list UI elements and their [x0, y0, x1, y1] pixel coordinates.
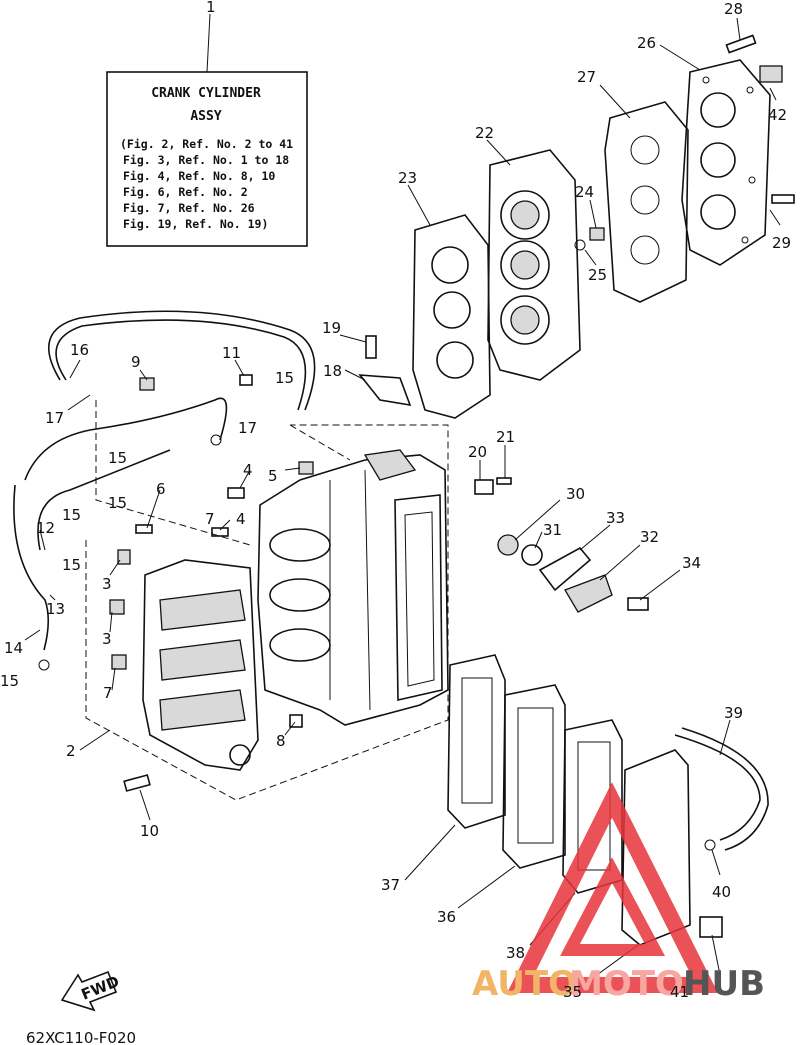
- callout-15b: 15: [108, 449, 127, 467]
- callout-33: 33: [606, 509, 625, 527]
- crankcase: [142, 559, 259, 771]
- callout-16: 16: [70, 341, 89, 359]
- callout-31: 31: [543, 521, 562, 539]
- head-gasket: [412, 214, 491, 419]
- exhaust-gasket-37: [447, 654, 506, 829]
- info-box-ref: (Fig. 2, Ref. No. 2 to 41: [120, 137, 293, 151]
- info-box: CRANK CYLINDER ASSY (Fig. 2, Ref. No. 2 …: [106, 13, 308, 247]
- callout-37: 37: [381, 876, 400, 894]
- exhaust-outer-cover-35: [621, 749, 691, 946]
- callout-32: 32: [640, 528, 659, 546]
- callout-17b: 17: [238, 419, 257, 437]
- callout-4b: 4: [236, 510, 246, 528]
- callout-7a: 7: [205, 510, 215, 528]
- cylinder-head: [487, 149, 581, 381]
- callout-9: 9: [131, 353, 141, 371]
- hoses-left: [13, 310, 316, 651]
- callout-4a: 4: [243, 461, 253, 479]
- watermark-triangle: [507, 782, 718, 993]
- head-cover-gasket: [604, 101, 689, 303]
- diagram-code: 62XC110-F020: [26, 1029, 136, 1045]
- callout-26: 26: [637, 34, 656, 52]
- watermark-text-moto: MOTO: [569, 964, 684, 1004]
- callout-19: 19: [322, 319, 341, 337]
- callout-15f: 15: [0, 672, 19, 690]
- watermark-text-hub: HUB: [683, 964, 765, 1004]
- thermostat-parts: [497, 534, 649, 613]
- leader-lines: [24, 17, 781, 981]
- callout-23: 23: [398, 169, 417, 187]
- callout-15c: 15: [108, 494, 127, 512]
- info-box-ref: Fig. 7, Ref. No. 26: [123, 201, 255, 215]
- hose-39: [674, 727, 769, 851]
- callout-28: 28: [724, 0, 743, 18]
- small-parts: [38, 34, 795, 938]
- info-box-ref: Fig. 19, Ref. No. 19): [123, 217, 268, 231]
- callout-5: 5: [268, 467, 278, 485]
- head-cover: [681, 59, 771, 266]
- fwd-arrow: FWD: [60, 970, 122, 1012]
- callout-6: 6: [156, 480, 166, 498]
- callout-40: 40: [712, 883, 731, 901]
- info-box-ref: Fig. 3, Ref. No. 1 to 18: [123, 153, 289, 167]
- callout-25: 25: [588, 266, 607, 284]
- callout-30: 30: [566, 485, 585, 503]
- callout-42: 42: [768, 106, 787, 124]
- callout-20: 20: [468, 443, 487, 461]
- info-box-ref: Fig. 6, Ref. No. 2: [123, 185, 248, 199]
- callout-8: 8: [276, 732, 286, 750]
- callout-17a: 17: [45, 409, 64, 427]
- callouts: 1 28 26 27 42 22 23 24 25 29 19 18 16 9 …: [0, 0, 791, 1001]
- callout-15a: 15: [275, 369, 294, 387]
- callout-36: 36: [437, 908, 456, 926]
- info-box-ref: Fig. 4, Ref. No. 8, 10: [123, 169, 275, 183]
- callout-41: 41: [670, 983, 689, 1001]
- callout-2: 2: [66, 742, 76, 760]
- callout-39: 39: [724, 704, 743, 722]
- callout-7b: 7: [103, 684, 113, 702]
- callout-3a: 3: [102, 575, 112, 593]
- info-box-title-1: CRANK CYLINDER: [151, 86, 261, 101]
- callout-38: 38: [506, 944, 525, 962]
- info-box-title-2: ASSY: [190, 109, 221, 124]
- cylinder-block: [257, 449, 449, 726]
- callout-18: 18: [323, 362, 342, 380]
- callout-35: 35: [563, 983, 582, 1001]
- callout-15d: 15: [62, 506, 81, 524]
- callout-3b: 3: [102, 630, 112, 648]
- exhaust-cover-36: [502, 684, 566, 869]
- callout-1: 1: [206, 0, 216, 16]
- callout-12: 12: [36, 519, 55, 537]
- callout-11: 11: [222, 344, 241, 362]
- callout-24: 24: [575, 183, 594, 201]
- callout-10: 10: [140, 822, 159, 840]
- callout-22: 22: [475, 124, 494, 142]
- fwd-label: FWD: [79, 972, 122, 1003]
- callout-14: 14: [4, 639, 23, 657]
- assembly-outlines: [85, 400, 449, 801]
- callout-29: 29: [772, 234, 791, 252]
- callout-15e: 15: [62, 556, 81, 574]
- callout-21: 21: [496, 428, 515, 446]
- watermark-text-auto: AUTO: [472, 964, 577, 1004]
- watermark: AUTO MOTO HUB: [472, 782, 765, 1004]
- callout-34: 34: [682, 554, 701, 572]
- callout-27: 27: [577, 68, 596, 86]
- callout-13: 13: [46, 600, 65, 618]
